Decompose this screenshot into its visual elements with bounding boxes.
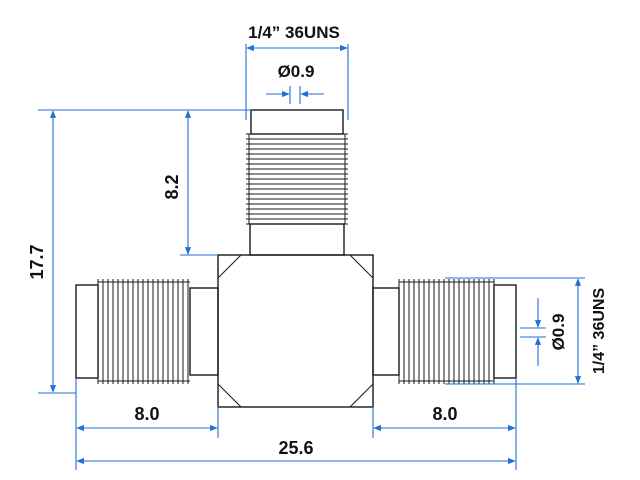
top-port-height-label: 8.2 — [162, 174, 182, 199]
side-pin-dimension: Ø0.9 — [520, 298, 568, 366]
top-thread-dimension: 1/4” 36UNS — [245, 23, 349, 120]
total-height-label: 17.7 — [27, 244, 47, 279]
top-pin-label: Ø0.9 — [278, 62, 315, 81]
left-port-length-label: 8.0 — [134, 404, 159, 424]
overall-width-dimension: 25.6 — [76, 438, 516, 465]
top-pin-dimension: Ø0.9 — [266, 62, 324, 104]
top-port-height-dimension: 8.2 — [162, 110, 218, 256]
right-port-length-dimension: 8.0 — [372, 378, 517, 470]
side-thread-dimension: 1/4” 36UNS — [445, 277, 608, 385]
top-port-threads — [246, 133, 348, 225]
overall-width-label: 25.6 — [278, 438, 313, 458]
side-thread-label: 1/4” 36UNS — [591, 288, 608, 375]
left-port-threads — [97, 279, 190, 384]
right-port-length-label: 8.0 — [432, 404, 457, 424]
tee-body — [217, 254, 374, 408]
top-port — [246, 109, 348, 256]
right-port-threads — [398, 279, 495, 384]
left-port — [75, 279, 219, 384]
total-height-dimension: 17.7 — [27, 109, 250, 394]
right-port — [372, 279, 517, 384]
side-pin-label: Ø0.9 — [549, 314, 568, 351]
left-port-length-dimension: 8.0 — [75, 378, 219, 470]
top-thread-label: 1/4” 36UNS — [248, 23, 340, 42]
